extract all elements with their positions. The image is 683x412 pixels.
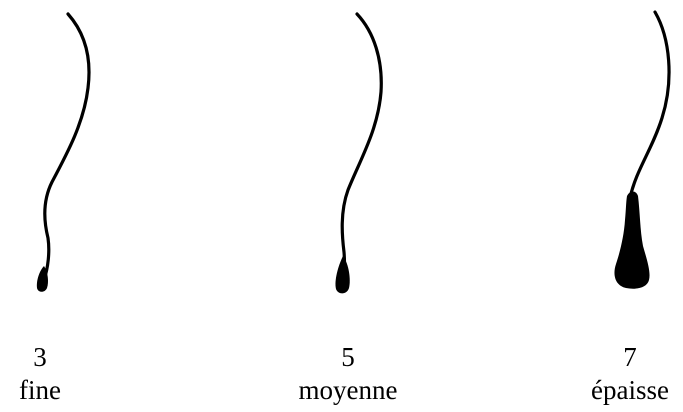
label-fine: 3 fine (0, 341, 120, 407)
number-epaisse: 7 (550, 341, 683, 374)
number-moyenne: 5 (268, 341, 428, 374)
stroke-fine (37, 14, 89, 292)
word-moyenne: moyenne (268, 374, 428, 407)
stroke-moyenne (335, 14, 381, 293)
number-fine: 3 (0, 341, 120, 374)
stroke-epaisse (614, 12, 669, 289)
word-fine: fine (0, 374, 120, 407)
label-moyenne: 5 moyenne (268, 341, 428, 407)
word-epaisse: épaisse (550, 374, 683, 407)
label-epaisse: 7 épaisse (550, 341, 683, 407)
